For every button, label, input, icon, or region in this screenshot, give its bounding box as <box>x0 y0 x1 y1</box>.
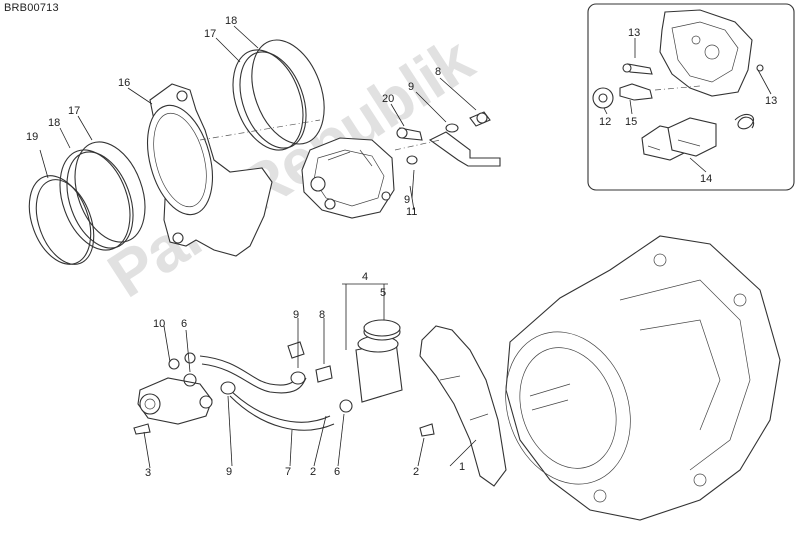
callout-10: 10 <box>153 318 165 330</box>
callout-20: 20 <box>382 93 394 105</box>
callout-5: 5 <box>380 287 386 299</box>
callout-6a: 6 <box>181 318 187 330</box>
inset-detail <box>587 3 795 191</box>
callout-9c: 9 <box>293 309 299 321</box>
callout-1: 1 <box>459 461 465 473</box>
heel-guard <box>417 325 507 487</box>
callout-9d: 9 <box>226 466 232 478</box>
caliper-bracket <box>127 83 321 257</box>
rear-caliper <box>301 137 395 219</box>
callout-6b: 6 <box>334 466 340 478</box>
callout-16: 16 <box>118 77 130 89</box>
callout-9a: 9 <box>408 81 414 93</box>
callout-17b: 17 <box>204 28 216 40</box>
banjo-fittings-top <box>390 77 501 211</box>
callout-13a: 13 <box>628 27 640 39</box>
seal-rings-left <box>28 115 146 265</box>
callout-numbers: 1 2 2 3 4 5 6 6 7 8 8 9 9 9 9 10 11 12 1… <box>26 15 777 479</box>
callout-14: 14 <box>700 173 712 185</box>
callout-2a: 2 <box>413 466 419 478</box>
callout-18a: 18 <box>48 117 60 129</box>
callout-7: 7 <box>285 466 291 478</box>
callout-9b: 9 <box>404 194 410 206</box>
callout-2b: 2 <box>310 466 316 478</box>
callout-17a: 17 <box>68 105 80 117</box>
callout-8b: 8 <box>319 309 325 321</box>
callout-18b: 18 <box>225 15 237 27</box>
callout-4: 4 <box>362 271 368 283</box>
callout-13b: 13 <box>765 95 777 107</box>
engine-clutch-cover <box>505 235 781 521</box>
master-cylinder-assembly <box>133 283 403 469</box>
callout-19: 19 <box>26 131 38 143</box>
seal-rings-top <box>215 25 325 151</box>
callout-8a: 8 <box>435 66 441 78</box>
callout-3: 3 <box>145 467 151 479</box>
callout-11: 11 <box>406 206 417 218</box>
diagram-code: BRB00713 <box>4 2 59 14</box>
callout-12: 12 <box>599 116 611 128</box>
callout-15: 15 <box>625 116 637 128</box>
